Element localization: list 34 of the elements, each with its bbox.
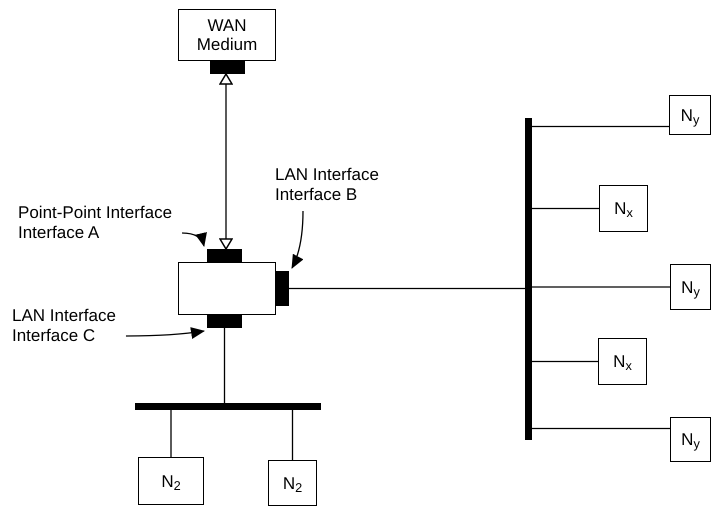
- node-box: N$_{x}$: [598, 338, 647, 385]
- annotation-text: Interface B: [275, 185, 358, 205]
- interface-bar: [135, 403, 321, 410]
- node-box: N$_{y}$: [670, 264, 711, 310]
- leader-line: [182, 232, 206, 247]
- interface-bar: [210, 61, 245, 74]
- annotation-text: Interface A: [18, 223, 100, 243]
- node-box: N$_{x}$: [599, 185, 648, 232]
- connector-line: [532, 208, 599, 210]
- connector-line: [532, 286, 670, 288]
- connector-line: [170, 410, 172, 457]
- annotation-text: LAN Interface: [12, 306, 116, 326]
- leader-line: [126, 327, 205, 339]
- connector-line: [289, 288, 525, 290]
- interface-bar: [207, 249, 242, 262]
- annotation-text: LAN Interface: [275, 165, 379, 185]
- router-box: [178, 262, 276, 315]
- connector-line: [532, 360, 598, 362]
- leader-line: [291, 211, 304, 269]
- node-box: N$_{y}$: [670, 417, 711, 462]
- node-box: N$_{2}$: [268, 460, 317, 506]
- interface-bar: [525, 118, 532, 440]
- interface-bar: [207, 315, 242, 328]
- node-box: N$_{2}$: [138, 457, 204, 505]
- connector-line: [219, 73, 233, 250]
- node-box: N$_{y}$: [669, 95, 711, 135]
- connector-line: [532, 126, 669, 128]
- connector-line: [292, 410, 294, 460]
- connector-line: [224, 328, 226, 403]
- annotation-text: Interface C: [12, 326, 96, 346]
- node-box: WAN Medium: [178, 9, 276, 61]
- interface-bar: [276, 271, 289, 306]
- annotation-text: Point-Point Interface: [18, 203, 172, 223]
- connector-line: [532, 428, 670, 430]
